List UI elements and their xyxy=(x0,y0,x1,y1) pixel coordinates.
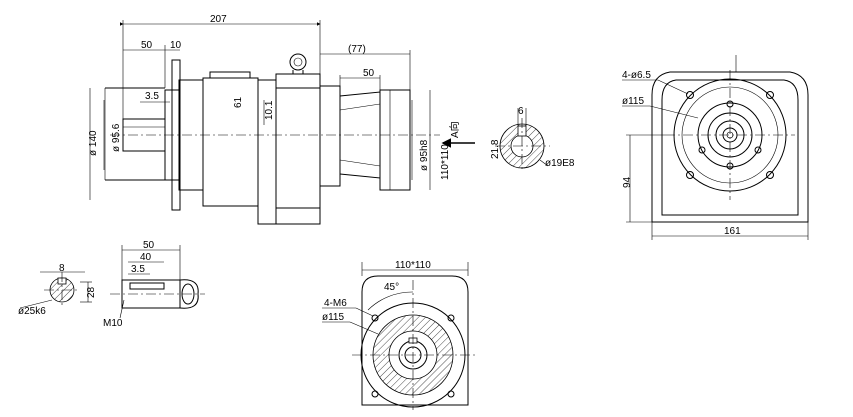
dim-dia-140: ø 140 xyxy=(88,130,99,156)
dim-shaft-length: 50 xyxy=(143,240,155,251)
view-a-label: A向 xyxy=(448,121,461,138)
dim-square-vertical: 110*110 xyxy=(440,144,451,180)
side-view: 207 50 10 (77) 50 3.5 61 10.1 ø 140 ø 95… xyxy=(88,14,451,225)
dim-input-sub: 50 xyxy=(363,68,375,79)
dim-holes-6-5: 4-ø6.5 xyxy=(622,70,651,81)
dim-shaft-diameter: ø25k6 xyxy=(18,306,46,317)
dim-key-length: 40 xyxy=(140,252,152,263)
shaft-section: 8 28 ø25k6 xyxy=(18,263,97,317)
shaft-side: 50 40 3.5 M10 xyxy=(103,240,205,329)
dim-width-161: 161 xyxy=(724,226,741,237)
dim-holes-m6: 4-M6 xyxy=(324,298,347,309)
dim-key-width: 6 xyxy=(518,106,524,117)
dim-shaft-key: 8 xyxy=(59,263,65,274)
dim-step: 3.5 xyxy=(145,91,159,102)
dim-housing-height: 61 xyxy=(233,96,244,108)
dim-key-offset: 3.5 xyxy=(131,264,145,275)
front-view-bottom: 45° 110*110 4-M6 ø115 xyxy=(322,260,475,410)
dim-key-height: 21.8 xyxy=(490,139,501,159)
dim-angle: 45° xyxy=(384,282,399,293)
dim-overall-length: 207 xyxy=(210,14,227,25)
dim-height-94: 94 xyxy=(622,176,633,188)
dim-dia-95-6: ø 95.6 xyxy=(111,123,122,152)
dim-pcd-115-right: ø115 xyxy=(622,96,644,107)
input-bore-detail: 6 21.8 ø19E8 xyxy=(490,106,575,172)
dim-dia-95h8: ø 95h8 xyxy=(419,139,430,171)
dim-square-110: 110*110 xyxy=(395,260,431,271)
dim-bore: ø19E8 xyxy=(545,158,575,169)
dim-pcd-115-bottom: ø115 xyxy=(322,312,344,323)
dim-input-length: (77) xyxy=(348,44,366,55)
dim-thread: M10 xyxy=(103,318,123,329)
end-view-right: 4-ø6.5 ø115 94 161 xyxy=(622,55,809,240)
dim-shaft-key-height: 28 xyxy=(86,286,97,298)
dim-flange-thickness: 10 xyxy=(170,40,182,51)
dim-flange-length: 50 xyxy=(141,40,153,51)
dim-mid: 10.1 xyxy=(264,100,275,120)
view-a-arrow: A向 xyxy=(441,121,475,148)
